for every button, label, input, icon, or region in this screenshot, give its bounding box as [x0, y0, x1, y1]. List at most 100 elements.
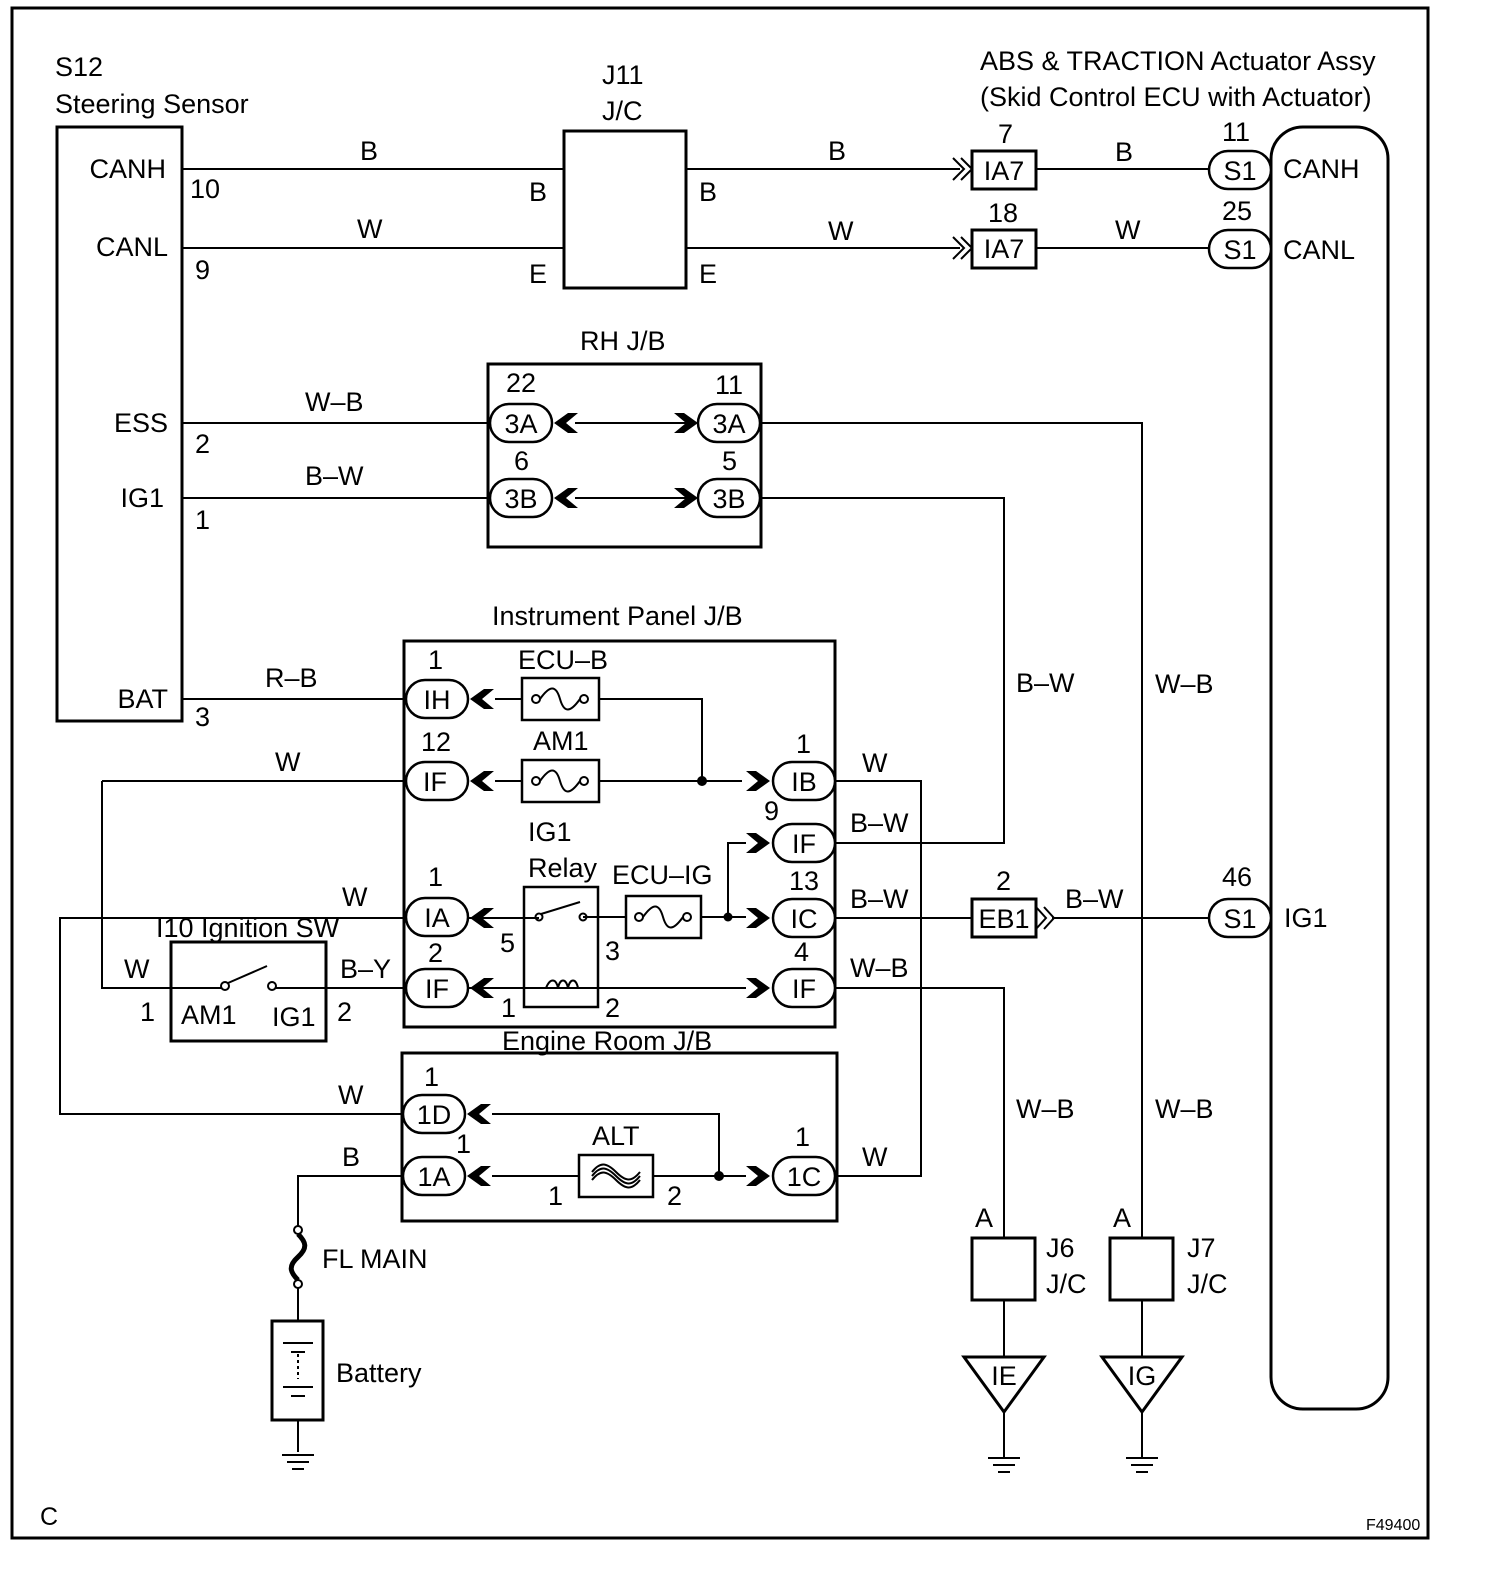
corner-label: C	[40, 1503, 58, 1531]
j7-ground: IG	[1128, 1361, 1157, 1391]
er-c1-label: 1C	[787, 1162, 822, 1192]
ip-if12-num: 12	[421, 727, 451, 757]
ip-if4-label: IF	[792, 974, 816, 1004]
rh-11-label: 3A	[712, 409, 745, 439]
fl-main-fuse	[288, 1232, 308, 1282]
relay-pin2: 2	[605, 993, 620, 1023]
long-wires: B–W W–B W B–W B–W W–B B–W	[760, 422, 1214, 1240]
rh-22-label: 3A	[504, 409, 537, 439]
abs-box	[1269, 125, 1390, 1411]
alt-pin2: 2	[667, 1181, 682, 1211]
battery-label: Battery	[336, 1358, 422, 1388]
j7-junction: W–B A J7 J/C IG	[1099, 1094, 1228, 1473]
wire-ess: W–B	[305, 387, 364, 417]
er-a1-label: 1A	[417, 1162, 450, 1192]
ia7-top-num: 7	[998, 119, 1013, 149]
ip-if4-num: 4	[794, 937, 809, 967]
ign-sw-ig1: IG1	[272, 1002, 316, 1032]
wire-canl-abs: W	[1115, 215, 1141, 245]
ign-sw-pin1: 1	[140, 997, 155, 1027]
wire-if4: W–B	[850, 953, 909, 983]
relay-pin5: 5	[500, 928, 515, 958]
wire-am1-feed: W	[275, 747, 301, 777]
pin-canh-num: 10	[190, 174, 220, 204]
eb1-connector: 2 EB1	[970, 866, 1038, 939]
abs-actuator: ABS & TRACTION Actuator Assy (Skid Contr…	[980, 46, 1390, 1411]
wire-canh-abs: B	[1115, 137, 1133, 167]
j11-right-top: B	[699, 177, 717, 207]
pin-ess-num: 2	[195, 429, 210, 459]
ip-if2-label: IF	[425, 974, 449, 1004]
wire-ig1: B–W	[305, 461, 364, 491]
pin-bat-label: BAT	[117, 684, 168, 714]
wire-ic13: B–W	[850, 884, 909, 914]
ip-ih-label: IH	[424, 685, 451, 715]
wire-eb1-abs: B–W	[1065, 884, 1124, 914]
j6-junction: W–B A J6 J/C IE	[961, 1094, 1087, 1473]
wire-if9: B–W	[850, 808, 909, 838]
abs-ig1-num: 46	[1222, 862, 1252, 892]
ip-if2-num: 2	[428, 938, 443, 968]
rh-6-num: 6	[514, 446, 529, 476]
ip-if12-label: IF	[423, 767, 447, 797]
wire-canl-left: W	[357, 214, 383, 244]
pin-canl-num: 9	[195, 255, 210, 285]
j6-type: J/C	[1046, 1269, 1087, 1299]
ip-ih-num: 1	[428, 645, 443, 675]
abs-ig1-conn: S1	[1223, 904, 1256, 934]
j6-wire: W–B	[1016, 1094, 1075, 1124]
ip-jb-title: Instrument Panel J/B	[492, 601, 743, 631]
abs-canl-num: 25	[1222, 196, 1252, 226]
j11-left-bottom: E	[529, 259, 547, 289]
engine-room-junction-block: Engine Room J/B 1 1D 1 1A ALT 1 2 1 1C W…	[338, 1026, 888, 1223]
ip-ic13-num: 13	[789, 866, 819, 896]
abs-canl-conn: S1	[1223, 235, 1256, 265]
rh-jb-title: RH J/B	[580, 326, 666, 356]
wire-c1: W	[862, 1142, 888, 1172]
er-d1-num: 1	[424, 1062, 439, 1092]
rh-5-num: 5	[722, 446, 737, 476]
abs-canh-label: CANH	[1283, 154, 1360, 184]
rh-5-label: 3B	[712, 484, 745, 514]
abs-canh-num: 11	[1222, 117, 1250, 147]
wire-ia1: W	[342, 882, 368, 912]
wire-sw-am1: W	[124, 954, 150, 984]
steering-sensor: S12 Steering Sensor CANH CANL ESS IG1 BA…	[55, 52, 249, 732]
rh-junction-block: RH J/B 22 3A 11 3A 6 3B 5 3B W–B B–W	[182, 326, 763, 549]
j11-id: J11	[602, 60, 644, 90]
j11-box	[562, 129, 688, 290]
fuse-am1: AM1	[533, 726, 589, 756]
fuse-ecuig: ECU–IG	[612, 860, 713, 890]
j11-type: J/C	[602, 96, 643, 126]
ia7-bottom-label: IA7	[984, 234, 1025, 264]
pin-canh-label: CANH	[89, 154, 166, 184]
fuse-ecub: ECU–B	[518, 645, 608, 675]
ip-ia1-label: IA	[424, 903, 450, 933]
ip-ia1-num: 1	[428, 862, 443, 892]
fl-main-label: FL MAIN	[322, 1244, 428, 1274]
j7-wire: W–B	[1155, 1094, 1214, 1124]
er-d1-label: 1D	[417, 1100, 452, 1130]
instrument-panel-junction-block: Instrument Panel J/B R–B ECU–B AM1 W 1 I…	[102, 601, 837, 1029]
eb1-label: EB1	[978, 904, 1029, 934]
relay-pin1: 1	[501, 993, 516, 1023]
ip-if9-num: 9	[764, 796, 779, 826]
battery-box	[270, 1319, 325, 1422]
battery-circuit: FL MAIN Battery	[270, 1175, 428, 1470]
ip-ib1-num: 1	[796, 729, 811, 759]
wire-canh-left: B	[360, 136, 378, 166]
wire-vert-wb: W–B	[1155, 669, 1214, 699]
wire-canh-right: B	[828, 136, 846, 166]
j11-junction: J11 J/C B E B E	[529, 60, 717, 290]
ia7-bottom-num: 18	[988, 198, 1018, 228]
alt-pin1: 1	[548, 1181, 563, 1211]
ign-sw-pin2: 2	[337, 997, 352, 1027]
relay-line2: Relay	[528, 853, 598, 883]
abs-canh-conn: S1	[1223, 156, 1256, 186]
page-frame	[10, 6, 1430, 1540]
eb1-num: 2	[996, 866, 1011, 896]
j11-right-bottom: E	[699, 259, 717, 289]
abs-title-line2: (Skid Control ECU with Actuator)	[980, 82, 1372, 112]
abs-ig1-label: IG1	[1284, 903, 1328, 933]
